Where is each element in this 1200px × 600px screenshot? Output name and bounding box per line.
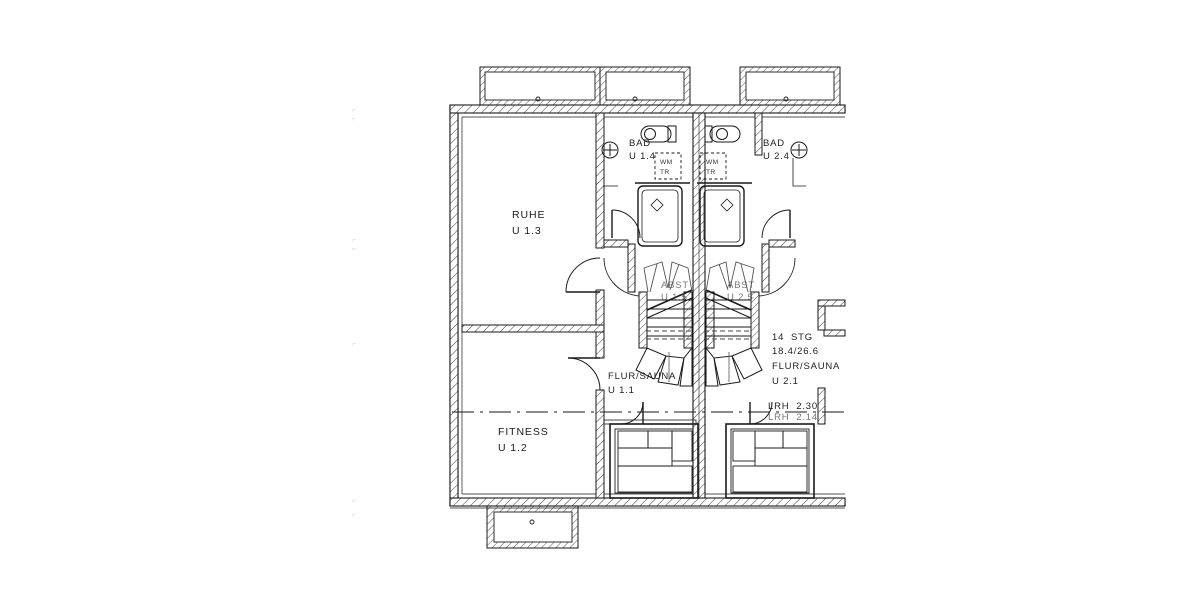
margin-tick-2: ⌐ xyxy=(352,116,356,123)
door-ruhe-unit1 xyxy=(565,257,601,293)
sauna-unit2 xyxy=(725,423,815,499)
fixtures-bath-unit1 xyxy=(601,125,727,247)
room-label-abst-unit2-name: ABST xyxy=(727,280,755,291)
room-label-abst-unit2-code: U 2.5 xyxy=(727,292,754,303)
margin-tick-4: ⌐ xyxy=(352,246,356,253)
stair-annotations: 14 STG 18.4/26.6 LRH 2.30 LRH 2.14 xyxy=(768,332,819,423)
staircase-unit2 xyxy=(704,261,763,387)
door-bath-unit1 xyxy=(611,209,641,239)
fixtures-bath-unit2 xyxy=(697,125,808,247)
room-label-bad-unit2-code: U 2.4 xyxy=(763,151,790,162)
margin-tick-marks: ⌐ ⌐ ⌐ ⌐ ⌐ ⌐ ⌐ xyxy=(352,107,356,519)
interior-walls-unit2 xyxy=(754,112,846,425)
room-label-ruhe-code: U 1.3 xyxy=(512,225,542,237)
annotation-stair-count: 14 STG xyxy=(772,332,813,343)
room-label-abst-unit1-code: U 1.5 xyxy=(661,292,688,303)
room-label-flursauna-unit1-name: FLUR/SAUNA xyxy=(608,371,676,382)
room-label-bad-unit1-code: U 1.4 xyxy=(629,151,656,162)
interior-walls-unit1 xyxy=(461,112,697,499)
door-swings xyxy=(565,209,796,425)
room-label-bad-unit2-name: BAD xyxy=(763,138,785,149)
party-wall-center xyxy=(692,112,706,499)
margin-tick-6: ⌐ xyxy=(352,498,356,505)
appliance-labels: WM TR WM TR xyxy=(660,159,719,176)
sauna-unit1 xyxy=(609,423,699,499)
wc-unit1 xyxy=(640,125,677,143)
light-well-bottom xyxy=(486,505,579,549)
room-label-bad-unit1-name: BAD xyxy=(629,138,651,149)
staircase-unit1 xyxy=(635,261,694,387)
shower-tray-unit1 xyxy=(635,182,690,247)
annotation-clear-height-1: LRH 2.30 xyxy=(768,401,818,412)
exterior-walls xyxy=(449,104,846,509)
light-well-top-right xyxy=(739,66,841,106)
margin-tick-3: ⌐ xyxy=(352,237,356,244)
room-label-fitness-code: U 1.2 xyxy=(498,442,528,454)
margin-tick-1: ⌐ xyxy=(352,107,356,114)
appliance-label-wm-right: WM xyxy=(706,159,719,166)
appliance-boxes-unit1 xyxy=(654,152,727,180)
appliance-label-wm-left: WM xyxy=(660,159,673,166)
annotation-stair-rise-run: 18.4/26.6 xyxy=(772,346,819,357)
room-label-flursauna-unit1-code: U 1.1 xyxy=(608,385,635,396)
margin-tick-7: ⌐ xyxy=(352,512,356,519)
room-label-abst-unit1-name: ABST xyxy=(661,280,689,291)
room-labels: RUHE U 1.3 FITNESS U 1.2 BAD U 1.4 BAD U… xyxy=(498,138,840,454)
appliance-label-tr-right: TR xyxy=(706,169,716,176)
door-fitness-unit1 xyxy=(567,357,601,391)
wash-basin-unit2 xyxy=(790,141,808,187)
margin-tick-5: ⌐ xyxy=(352,341,356,348)
wash-basin-unit1 xyxy=(601,141,619,187)
light-well-top-middle xyxy=(599,66,691,106)
room-label-flursauna-unit2-name: FLUR/SAUNA xyxy=(772,361,840,372)
wc-unit2 xyxy=(704,125,741,143)
appliance-label-tr-left: TR xyxy=(660,169,670,176)
room-label-fitness-name: FITNESS xyxy=(498,426,549,438)
shower-tray-unit2 xyxy=(697,182,752,247)
annotation-clear-height-2: LRH 2.14 xyxy=(768,412,818,423)
room-label-ruhe-name: RUHE xyxy=(512,209,545,221)
door-bath-unit2 xyxy=(761,209,791,239)
room-label-flursauna-unit2-code: U 2.1 xyxy=(772,376,799,387)
light-well-top-left xyxy=(479,66,601,106)
light-well-group-top xyxy=(479,66,841,106)
door-abst-unit2 xyxy=(756,257,796,297)
door-abst-unit1 xyxy=(603,257,643,297)
